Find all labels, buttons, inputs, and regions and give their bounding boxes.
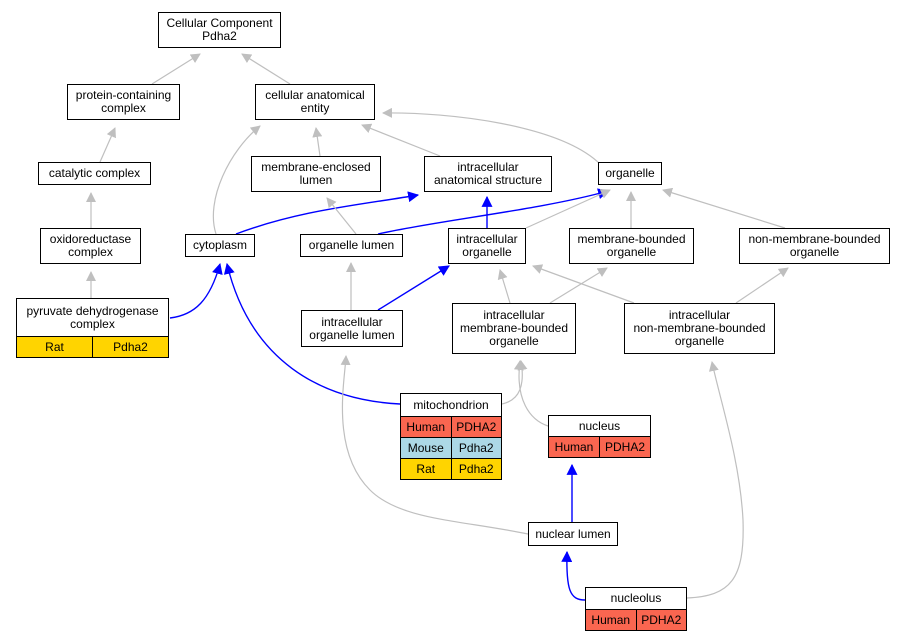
- node-pyruvate-dehydrogenase-complex[interactable]: pyruvate dehydrogenase complex Rat Pdha2: [16, 298, 169, 358]
- edge-organelle-lumen-to-organelle: [377, 188, 610, 235]
- gene-cell: PDHA2: [635, 610, 686, 630]
- species-cell: Mouse: [401, 438, 451, 458]
- annotation-row: Human PDHA2: [401, 416, 501, 437]
- annotation-row: Human PDHA2: [586, 609, 686, 630]
- gene-cell: Pdha2: [450, 438, 501, 458]
- edge-intracellular-anatomical-structure-to-cellular-anatomical-entity: [361, 123, 441, 157]
- node-label: organelle: [605, 166, 655, 180]
- node-label: mitochondrion: [413, 397, 489, 412]
- edge-cytoplasm-to-cellular-anatomical-entity: [212, 125, 261, 235]
- node-protein-containing-complex[interactable]: protein-containing complex: [67, 84, 180, 120]
- node-organelle[interactable]: organelle: [598, 162, 662, 185]
- edge-intracellular-non-membrane-bounded-organelle-to-non-membrane-bounded-organelle: [735, 267, 789, 304]
- edge-cellular-anatomical-entity-to-root: [241, 53, 291, 85]
- edge-organelle-to-cellular-anatomical-entity: [382, 107, 601, 165]
- annotation-row: Rat Pdha2: [401, 458, 501, 479]
- node-membrane-enclosed-lumen[interactable]: membrane-enclosed lumen: [251, 156, 381, 192]
- species-cell: Human: [586, 610, 636, 630]
- node-intracellular-non-membrane-bounded-organelle[interactable]: intracellular non-membrane-bounded organ…: [624, 303, 775, 354]
- species-cell: Rat: [17, 337, 92, 357]
- node-label: catalytic complex: [48, 166, 141, 180]
- node-organelle-lumen[interactable]: organelle lumen: [300, 234, 403, 257]
- edge-pyruvate-dehydrogenase-complex-to-cytoplasm: [169, 262, 223, 319]
- edge-organelle-lumen-to-membrane-enclosed-lumen: [326, 197, 357, 235]
- edge-intracellular-membrane-bounded-organelle-to-membrane-bounded-organelle: [549, 267, 608, 304]
- edge-membrane-enclosed-lumen-to-cellular-anatomical-entity: [312, 127, 323, 157]
- gene-cell: PDHA2: [599, 437, 650, 457]
- node-label: organelle lumen: [308, 238, 395, 252]
- annotation-row: Mouse Pdha2: [401, 437, 501, 458]
- gene-cell: PDHA2: [450, 417, 501, 437]
- node-nucleolus[interactable]: nucleolus Human PDHA2: [585, 587, 687, 631]
- node-catalytic-complex[interactable]: catalytic complex: [38, 162, 151, 185]
- node-label: nucleolus: [610, 591, 662, 605]
- node-label: membrane-enclosed lumen: [261, 160, 371, 187]
- node-label: intracellular organelle lumen: [309, 314, 395, 342]
- edge-nucleolus-to-intracellular-non-membrane-bounded-organelle: [686, 361, 744, 599]
- node-non-membrane-bounded-organelle[interactable]: non-membrane-bounded organelle: [739, 228, 890, 264]
- node-label: intracellular membrane-bounded organelle: [459, 308, 569, 348]
- node-intracellular-anatomical-structure[interactable]: intracellular anatomical structure: [424, 156, 552, 192]
- edge-intracellular-membrane-bounded-organelle-to-intracellular-organelle: [497, 269, 511, 304]
- node-label: Cellular Component Pdha2: [166, 16, 273, 43]
- node-nuclear-lumen[interactable]: nuclear lumen: [528, 522, 618, 546]
- node-root[interactable]: Cellular Component Pdha2: [158, 12, 281, 48]
- node-label: intracellular non-membrane-bounded organ…: [633, 308, 766, 348]
- edge-intracellular-organelle-to-organelle: [525, 189, 611, 229]
- annotation-row: Human PDHA2: [549, 436, 650, 457]
- edge-catalytic-complex-to-protein-containing-complex: [99, 127, 116, 163]
- annotation-row: Rat Pdha2: [17, 336, 168, 357]
- node-label: oxidoreductase complex: [49, 232, 132, 259]
- node-label: nucleus: [578, 418, 621, 433]
- node-label: pyruvate dehydrogenase complex: [26, 303, 159, 331]
- edge-non-membrane-bounded-organelle-to-organelle: [662, 187, 786, 229]
- gene-cell: Pdha2: [450, 459, 501, 479]
- species-cell: Human: [401, 417, 451, 437]
- edge-intracellular-non-membrane-bounded-organelle-to-intracellular-organelle: [532, 264, 635, 304]
- node-mitochondrion[interactable]: mitochondrion Human PDHA2 Mouse Pdha2 Ra…: [400, 393, 502, 480]
- edge-nuclear-lumen-to-intracellular-organelle-lumen: [340, 355, 529, 535]
- node-label: membrane-bounded organelle: [577, 232, 686, 259]
- node-label: cellular anatomical entity: [265, 88, 365, 115]
- node-label: intracellular anatomical structure: [433, 160, 543, 187]
- node-label: intracellular organelle: [456, 232, 518, 259]
- node-label: cytoplasm: [192, 238, 248, 252]
- node-cellular-anatomical-entity[interactable]: cellular anatomical entity: [255, 84, 375, 120]
- node-membrane-bounded-organelle[interactable]: membrane-bounded organelle: [569, 228, 694, 264]
- node-cytoplasm[interactable]: cytoplasm: [185, 234, 255, 257]
- node-oxidoreductase-complex[interactable]: oxidoreductase complex: [40, 228, 141, 264]
- edge-intracellular-organelle-lumen-to-intracellular-organelle: [377, 265, 450, 311]
- species-cell: Human: [549, 437, 599, 457]
- node-nucleus[interactable]: nucleus Human PDHA2: [548, 415, 651, 458]
- edge-protein-containing-complex-to-root: [151, 53, 201, 85]
- node-label: protein-containing complex: [75, 88, 172, 115]
- edge-mitochondrion-to-cytoplasm: [223, 262, 401, 405]
- species-cell: Rat: [401, 459, 451, 479]
- edge-nucleolus-to-nuclear-lumen: [561, 550, 586, 601]
- edge-cytoplasm-to-intracellular-anatomical-structure: [235, 191, 420, 235]
- node-intracellular-organelle-lumen[interactable]: intracellular organelle lumen: [301, 310, 403, 347]
- node-intracellular-organelle[interactable]: intracellular organelle: [448, 228, 526, 264]
- gene-cell: Pdha2: [92, 337, 168, 357]
- node-label: nuclear lumen: [535, 526, 611, 541]
- node-intracellular-membrane-bounded-organelle[interactable]: intracellular membrane-bounded organelle: [452, 303, 576, 354]
- edge-nucleus-to-intracellular-membrane-bounded-organelle: [513, 360, 549, 427]
- node-label: non-membrane-bounded organelle: [748, 232, 881, 259]
